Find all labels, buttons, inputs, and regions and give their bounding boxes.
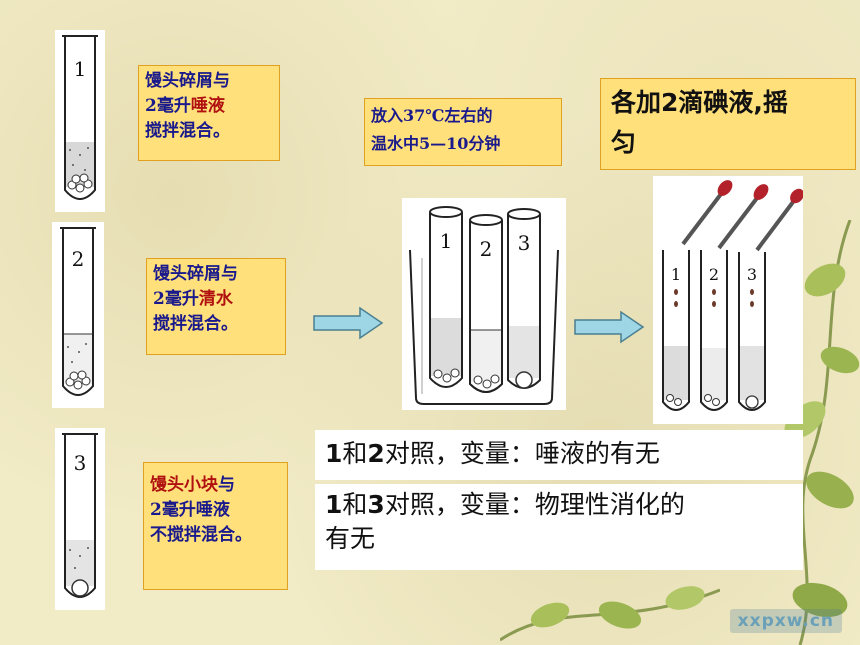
incubate-line2: 温水中5—10分钟 [371, 134, 501, 153]
test-tube-2-figure: 2 [52, 222, 104, 408]
dropper-tube-1-number: 1 [671, 265, 681, 284]
comparison-1-box: 1和2对照，变量：唾液的有无 [315, 430, 803, 480]
tube-2-text-b: 2毫升 [153, 289, 199, 309]
comparison-2-box: 1和3对照，变量：物理性消化的 有无 [315, 484, 803, 570]
iodine-line1: 各加2滴碘液,摇 [611, 88, 788, 117]
incubate-step-label: 放入37℃左右的 温水中5—10分钟 [364, 98, 562, 166]
vine-decoration-bottom [500, 586, 720, 642]
comparison-1-text: 对照，变量：唾液的有无 [384, 439, 660, 468]
beaker-tube-1-number: 1 [440, 229, 453, 253]
tube-2-text-a: 馒头碎屑与 [153, 264, 238, 284]
tube-3-text-highlight: 馒头小块 [150, 475, 218, 495]
comparison-2-line2: 有无 [325, 524, 376, 553]
tube-2-number: 2 [72, 247, 85, 271]
tube-2-label: 馒头碎屑与 2毫升清水 搅拌混合。 [146, 258, 286, 355]
arrow-right-icon [313, 306, 384, 340]
comparison-2-num-a: 1 [325, 490, 343, 519]
iodine-droppers-figure: 1 2 3 [653, 176, 803, 424]
incubate-line1: 放入37℃左右的 [371, 106, 493, 125]
dropper-tube-2-number: 2 [709, 265, 719, 284]
comparison-2-num-b: 3 [367, 490, 385, 519]
iodine-line2: 匀 [611, 128, 637, 157]
comparison-1-num-b: 2 [367, 439, 385, 468]
tube-1-label: 馒头碎屑与 2毫升唾液 搅拌混合。 [138, 65, 280, 161]
tube-2-text-highlight: 清水 [198, 289, 233, 309]
comparison-1-num-a: 1 [325, 439, 343, 468]
tube-3-label: 馒头小块与 2毫升唾液 不搅拌混合。 [143, 462, 288, 590]
watermark-logo: xxpxw.cn [729, 609, 842, 633]
tube-1-number: 1 [74, 57, 87, 81]
tube-3-text-a: 与 [218, 475, 235, 495]
tube-2-text-c: 搅拌混合。 [153, 314, 238, 334]
comparison-1-and: 和 [342, 439, 368, 468]
test-tube-3-figure: 3 [55, 428, 105, 610]
tube-1-text-highlight: 唾液 [190, 96, 225, 116]
beaker-tube-3-number: 3 [518, 231, 531, 255]
comparison-2-text: 对照，变量：物理性消化的 [384, 490, 685, 519]
arrow-right-icon-2 [574, 310, 645, 344]
iodine-step-label: 各加2滴碘液,摇 匀 [600, 78, 856, 170]
tube-3-number: 3 [74, 451, 87, 475]
test-tube-1-figure: 1 [55, 30, 105, 212]
tube-1-text-a: 馒头碎屑与 [145, 71, 230, 91]
dropper-tube-3-number: 3 [747, 265, 757, 284]
tube-1-text-c: 搅拌混合。 [145, 121, 230, 141]
water-bath-beaker-figure: 1 2 3 [402, 198, 566, 410]
tube-3-text-c: 不搅拌混合。 [150, 525, 252, 545]
tube-1-text-b: 2毫升 [145, 96, 191, 116]
beaker-tube-2-number: 2 [480, 237, 493, 261]
comparison-2-and: 和 [342, 490, 368, 519]
tube-3-text-b: 2毫升唾液 [150, 500, 230, 520]
